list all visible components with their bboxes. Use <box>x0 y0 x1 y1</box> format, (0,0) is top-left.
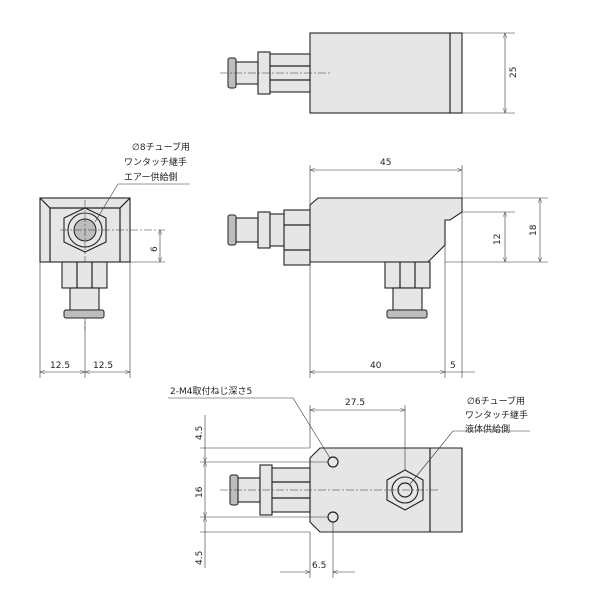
dim-slot: 12 <box>493 234 503 245</box>
top-view: 25 <box>220 32 519 114</box>
dim-pitch: 16 <box>195 486 205 498</box>
liquid-note-1: ∅6チューブ用 <box>467 395 525 407</box>
dim-port: 27.5 <box>345 398 365 408</box>
bottom-view: 4.5 16 4.5 27.5 6.5 2-M4取付ねじ深さ5 ∅6チューブ用 … <box>168 386 530 578</box>
dim-top-height: 25 <box>509 67 519 78</box>
dim-body: 40 <box>370 361 382 371</box>
screw-note: 2-M4取付ねじ深さ5 <box>170 386 252 397</box>
dim-bottom-margin: 4.5 <box>195 551 205 565</box>
air-note-2: ワンタッチ継手 <box>124 156 187 168</box>
dim-length: 45 <box>380 158 391 168</box>
dim-right: 12.5 <box>93 361 113 371</box>
dim-hole: 6.5 <box>312 561 326 571</box>
end-view: 6 12.5 12.5 ∅8チューブ用 ワンタッチ継手 エアー供給側 <box>39 141 190 378</box>
dim-tail: 5 <box>450 361 456 371</box>
dim-left: 12.5 <box>50 361 70 371</box>
side-view: 45 12 18 40 5 <box>227 158 548 378</box>
dim-height: 18 <box>529 224 539 236</box>
liquid-note-2: ワンタッチ継手 <box>465 409 528 421</box>
air-note-3: エアー供給側 <box>124 171 177 183</box>
air-note-1: ∅8チューブ用 <box>132 141 190 153</box>
dim-offset: 6 <box>150 246 160 252</box>
liquid-note-3: 液体供給側 <box>465 423 510 435</box>
dim-top-margin: 4.5 <box>195 426 205 440</box>
